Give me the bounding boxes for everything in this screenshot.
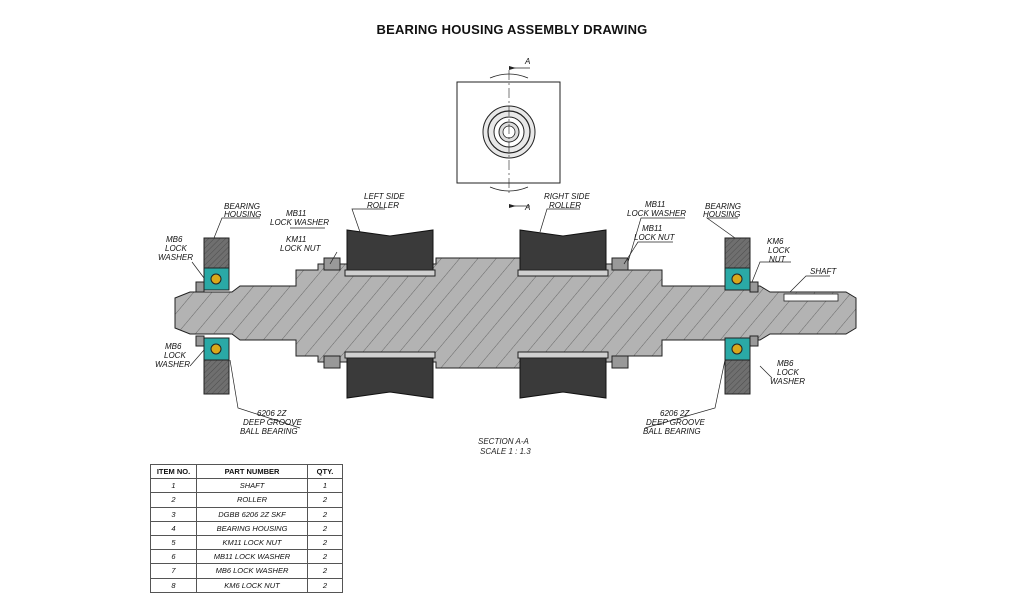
left-bearing-bottom (203, 337, 230, 361)
svg-text:BALL BEARING: BALL BEARING (240, 427, 298, 436)
svg-text:SECTION A-A: SECTION A-A (478, 437, 529, 446)
svg-text:KM11: KM11 (286, 235, 306, 244)
svg-text:LOCK WASHER: LOCK WASHER (627, 209, 686, 218)
svg-text:ROLLER: ROLLER (367, 201, 399, 210)
left-roller-top (346, 229, 434, 273)
svg-text:HOUSING: HOUSING (224, 210, 261, 219)
svg-text:LOCK: LOCK (164, 351, 186, 360)
svg-text:MB6: MB6 (777, 359, 794, 368)
left-roller-bottom (346, 355, 434, 399)
svg-text:DEEP GROOVE: DEEP GROOVE (243, 418, 302, 427)
svg-text:MB11: MB11 (286, 209, 306, 218)
label-left-side-roller: LEFT SIDE ROLLER (364, 192, 405, 210)
svg-text:LOCK NUT: LOCK NUT (280, 244, 322, 253)
label-ball-bearing-right: 6206 2Z DEEP GROOVE BALL BEARING (643, 409, 705, 436)
leader-lines (189, 208, 830, 429)
label-right-side-roller: RIGHT SIDE ROLLER (544, 192, 590, 210)
label-mb11-lock-nut-right: MB11 LOCK NUT (634, 224, 676, 242)
bom-header-qty: QTY. (307, 463, 343, 480)
svg-text:KM6: KM6 (767, 237, 784, 246)
svg-text:NUT: NUT (769, 255, 787, 264)
label-mb6-lock-washer-upper: MB6 LOCK WASHER (158, 235, 193, 262)
svg-text:WASHER: WASHER (770, 377, 805, 386)
label-bearing-housing-right: BEARING HOUSING (703, 202, 741, 219)
svg-text:HOUSING: HOUSING (703, 210, 740, 219)
right-bearing-top (724, 267, 751, 291)
svg-text:BEARING: BEARING (705, 202, 741, 211)
label-mb11-lock-washer-right: MB11 LOCK WASHER (627, 200, 686, 218)
cut-marker-bottom: A (524, 203, 530, 212)
label-mb6-lock-washer-lower-right: MB6 LOCK WASHER (770, 359, 805, 386)
shaft (174, 257, 857, 369)
svg-text:LOCK: LOCK (768, 246, 790, 255)
section-view (174, 229, 857, 399)
svg-text:6206 2Z: 6206 2Z (660, 409, 690, 418)
svg-text:BEARING: BEARING (224, 202, 260, 211)
svg-text:LOCK: LOCK (165, 244, 187, 253)
label-mb6-lock-washer-lower-left: MB6 LOCK WASHER (155, 342, 190, 369)
svg-text:MB11: MB11 (645, 200, 665, 209)
svg-text:MB11: MB11 (642, 224, 662, 233)
label-shaft: SHAFT (810, 267, 837, 276)
label-km6-lock-nut: KM6 LOCK NUT (767, 237, 790, 264)
bom-header-row: ITEM NO. PART NUMBER QTY. (150, 463, 343, 480)
svg-text:LOCK: LOCK (777, 368, 799, 377)
svg-text:WASHER: WASHER (158, 253, 193, 262)
svg-text:SCALE 1 : 1.3: SCALE 1 : 1.3 (480, 447, 531, 456)
bom-header-part: PART NUMBER (196, 463, 308, 480)
svg-text:6206 2Z: 6206 2Z (257, 409, 287, 418)
drawing-title: BEARING HOUSING ASSEMBLY DRAWING (376, 22, 648, 37)
left-bearing-top (203, 267, 230, 291)
label-mb11-lock-washer-left: MB11 LOCK WASHER (270, 209, 329, 227)
label-bearing-housing-left: BEARING HOUSING (224, 202, 261, 219)
section-caption: SECTION A-A SCALE 1 : 1.3 (478, 437, 531, 456)
label-ball-bearing-left: 6206 2Z DEEP GROOVE BALL BEARING (240, 409, 302, 436)
svg-text:MB6: MB6 (165, 342, 182, 351)
svg-text:RIGHT SIDE: RIGHT SIDE (544, 192, 590, 201)
svg-text:DEEP GROOVE: DEEP GROOVE (646, 418, 705, 427)
end-view: A A (456, 57, 561, 212)
right-bearing-bottom (724, 337, 751, 361)
svg-text:MB6: MB6 (166, 235, 183, 244)
label-km11-lock-nut-left: KM11 LOCK NUT (280, 235, 322, 253)
svg-text:LOCK NUT: LOCK NUT (634, 233, 676, 242)
cut-marker-top: A (524, 57, 530, 66)
svg-text:BALL BEARING: BALL BEARING (643, 427, 701, 436)
right-roller-bottom (519, 355, 607, 399)
bom-header-item: ITEM NO. (150, 463, 197, 480)
svg-text:ROLLER: ROLLER (549, 201, 581, 210)
right-roller-top (519, 229, 607, 273)
svg-text:LOCK WASHER: LOCK WASHER (270, 218, 329, 227)
svg-text:WASHER: WASHER (155, 360, 190, 369)
svg-text:LEFT SIDE: LEFT SIDE (364, 192, 405, 201)
